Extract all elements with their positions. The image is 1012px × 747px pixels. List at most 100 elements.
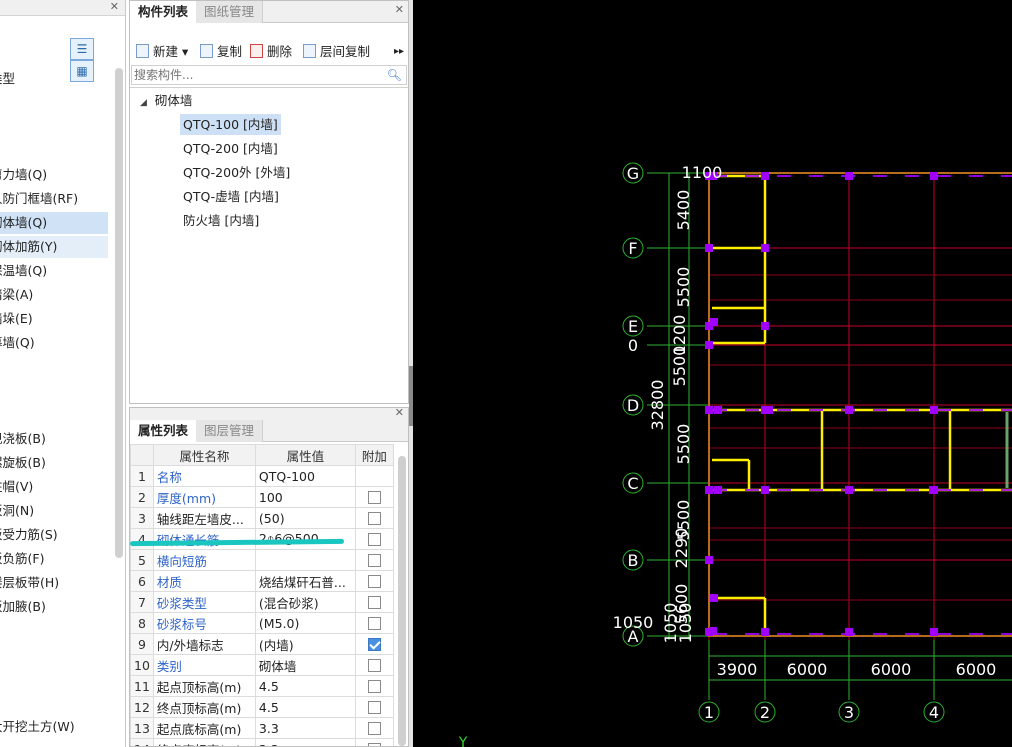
new-button[interactable]: 新建 ▾ — [136, 41, 188, 63]
property-header-row: 属性名称 属性值 附加 — [130, 444, 394, 466]
new-icon — [136, 44, 149, 58]
tree-item[interactable]: QTQ-虚墙 [内墙] — [183, 189, 279, 204]
extra-checkbox[interactable] — [367, 511, 381, 525]
close-icon[interactable]: ✕ — [394, 407, 404, 419]
nav-item[interactable]: 砌体加筋(Y) — [0, 236, 108, 258]
search-input[interactable] — [132, 66, 382, 84]
tree-item[interactable]: QTQ-200外 [外墙] — [183, 165, 291, 180]
axis-bubble — [622, 394, 644, 416]
extra-checkbox[interactable] — [367, 616, 381, 630]
extra-checkbox[interactable] — [367, 700, 381, 714]
dimension-text: 2290 — [672, 528, 691, 569]
extra-checkbox[interactable] — [367, 532, 381, 546]
panel-splitter[interactable] — [409, 0, 413, 747]
row-index: 13 — [130, 717, 154, 739]
column-mark — [710, 594, 718, 602]
property-value[interactable] — [254, 549, 356, 571]
property-value[interactable]: (内墙) — [254, 633, 356, 655]
nav-item[interactable]: 板受力筋(S) — [0, 527, 58, 542]
delete-button[interactable]: 删除 — [250, 41, 292, 63]
copy-button[interactable]: 复制 — [200, 41, 242, 63]
collapse-icon[interactable]: ◢ — [140, 98, 147, 108]
extra-checkbox[interactable] — [367, 679, 381, 693]
row-index: 1 — [130, 465, 154, 487]
property-value[interactable]: 4.5 — [254, 675, 356, 697]
nav-item[interactable]: 板洞(N) — [0, 503, 35, 518]
property-value[interactable]: QTQ-100 — [254, 465, 356, 487]
close-icon[interactable]: ✕ — [394, 3, 404, 16]
splitter-grip[interactable] — [409, 366, 413, 426]
property-value[interactable]: 烧结煤矸石普... — [254, 570, 356, 592]
row-index: 14 — [130, 738, 154, 746]
nav-item[interactable]: 现浇板(B) — [0, 431, 46, 446]
property-value[interactable]: (50) — [254, 507, 356, 529]
nav-scrollbar[interactable] — [115, 68, 123, 558]
extra-checkbox[interactable] — [367, 553, 381, 567]
grid-view-icon[interactable]: ▦ — [70, 60, 94, 82]
tree-item[interactable]: QTQ-100 [内墙] — [180, 114, 281, 135]
property-value[interactable]: 4.5 — [254, 696, 356, 718]
nav-item[interactable]: 大开挖土方(W) — [0, 719, 75, 734]
property-row[interactable]: 14终点底标高(m)3.3 — [130, 738, 394, 746]
tab-layer-management[interactable]: 图层管理 — [196, 420, 264, 442]
nav-item[interactable]: 保温墙(Q) — [0, 263, 48, 278]
extra-checkbox[interactable] — [367, 595, 381, 609]
tab-drawing-management[interactable]: 图纸管理 — [196, 1, 264, 23]
tree-item[interactable]: QTQ-200 [内墙] — [183, 141, 278, 156]
column-mark — [705, 341, 713, 349]
extra-checkbox[interactable] — [367, 721, 381, 735]
nav-item[interactable]: 螺旋板(B) — [0, 455, 46, 470]
property-value[interactable]: 3.3 — [254, 717, 356, 739]
property-value[interactable]: 3.3 — [254, 738, 356, 746]
axis-label: C — [627, 474, 638, 493]
nav-item[interactable]: 楼层板带(H) — [0, 575, 60, 590]
extra-checkbox[interactable] — [367, 490, 381, 504]
search-icon[interactable]: 🔍︎ — [386, 68, 402, 82]
nav-item[interactable]: 板负筋(F) — [0, 551, 45, 566]
nav-item[interactable]: 剪力墙(Q) — [0, 167, 48, 182]
nav-item[interactable]: 类型 — [0, 71, 16, 86]
more-icon[interactable]: ▸▸ — [394, 46, 405, 57]
nav-item[interactable]: 柱帽(V) — [0, 479, 34, 494]
nav-item[interactable]: 幕墙(Q) — [0, 335, 35, 350]
nav-item[interactable]: 暗梁(A) — [0, 287, 34, 302]
tab-component-list[interactable]: 构件列表 — [130, 1, 198, 23]
property-value[interactable]: (混合砂浆) — [254, 591, 356, 613]
extra-checkbox[interactable] — [367, 637, 381, 651]
property-scrollbar[interactable] — [398, 456, 406, 746]
nav-item[interactable]: 砌体墙(Q) — [0, 212, 108, 234]
property-value[interactable]: (M5.0) — [254, 612, 356, 634]
tab-property-list[interactable]: 属性列表 — [130, 420, 198, 442]
close-icon[interactable]: ✕ — [109, 0, 119, 13]
row-index: 7 — [130, 591, 154, 613]
nav-item[interactable]: 人防门框墙(RF) — [0, 191, 79, 206]
axis-label: G — [627, 164, 639, 183]
tree-item[interactable]: 防火墙 [内墙] — [183, 213, 260, 228]
nav-item[interactable]: 墙垛(E) — [0, 311, 33, 326]
floor-copy-button[interactable]: 层间复制 — [303, 41, 370, 63]
extra-cell — [354, 738, 394, 746]
property-value[interactable]: 100 — [254, 486, 356, 508]
list-view-icon[interactable]: ☰ — [70, 38, 94, 60]
extra-checkbox[interactable] — [367, 658, 381, 672]
extra-checkbox[interactable] — [367, 574, 381, 588]
component-list-panel: 构件列表 图纸管理 ✕ 新建 ▾ 复制 删除 层间复制 ▸▸ 🔍︎ ◢砌体墙 Q… — [129, 0, 409, 404]
extra-checkbox[interactable] — [367, 742, 381, 746]
property-value[interactable]: 砌体墙 — [254, 654, 356, 676]
tree-root[interactable]: ◢砌体墙 — [140, 90, 192, 112]
nav-item[interactable]: 板加腋(B) — [0, 599, 46, 614]
